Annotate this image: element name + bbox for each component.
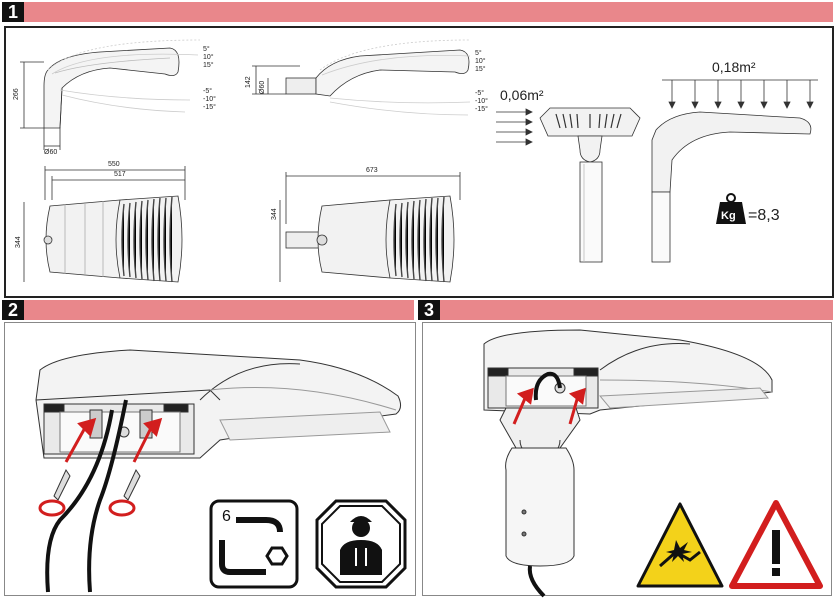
tilt-a-5: 5° [203, 45, 210, 53]
top-view-post-top [23, 166, 186, 283]
screw-arrows-step3 [512, 387, 586, 425]
hex-key-icon[interactable] [209, 499, 299, 589]
section-3-number: 3 [418, 300, 440, 320]
dim-550: 550 [108, 161, 120, 168]
side-view-side-entry [252, 39, 471, 116]
tilt-b-5: 5° [475, 49, 482, 57]
side-view-luminaire-silhouette [651, 111, 812, 263]
section-2-band [22, 300, 414, 320]
weight-icon [716, 193, 746, 224]
dim-517: 517 [114, 171, 126, 178]
dim-dia-60-a: Ø60 [44, 149, 57, 156]
tilt-a-m10: -10° [203, 95, 216, 103]
dim-142: 142 [245, 76, 252, 88]
dim-266: 266 [13, 88, 20, 100]
tilt-a-m15: -15° [203, 103, 216, 111]
tilt-a-15: 15° [203, 61, 214, 69]
tilt-a-m5: -5° [203, 87, 212, 95]
tilt-a-10: 10° [203, 53, 214, 61]
crush-hazard-icon[interactable] [636, 502, 724, 588]
section-3-band [440, 300, 833, 320]
power-cable-step2 [45, 399, 128, 593]
wind-top-area: 0,18m² [712, 59, 756, 75]
front-view-luminaire [539, 107, 641, 263]
wind-top-arrows [668, 80, 814, 109]
side-view-post-top [20, 39, 201, 150]
weight-kg-label: Kg [721, 210, 736, 222]
section-1-band [22, 2, 833, 22]
dim-344-b: 344 [271, 208, 278, 220]
hex-key-size: 6 [222, 508, 231, 525]
section-2-number: 2 [2, 300, 24, 320]
tilt-b-m5: -5° [475, 89, 484, 97]
section-1-number: 1 [2, 2, 24, 22]
top-view-side-entry [279, 172, 461, 283]
dim-344-a: 344 [15, 236, 22, 248]
screw-arrows-step2 [64, 417, 163, 463]
screws-step2 [53, 468, 141, 501]
caution-icon[interactable] [729, 500, 823, 589]
rotate-arrows-step2 [38, 499, 136, 517]
tilt-b-m15: -15° [475, 105, 488, 113]
weight-value: =8,3 [748, 207, 780, 224]
tilt-b-m10: -10° [475, 97, 488, 105]
technician-icon[interactable] [315, 499, 407, 589]
power-cable-step3 [527, 371, 562, 598]
wind-side-area: 0,06m² [500, 87, 544, 103]
dim-dia-60-b: Ø60 [259, 81, 266, 94]
dim-673: 673 [366, 167, 378, 174]
tilt-b-15: 15° [475, 65, 486, 73]
luminaire-on-post-step3 [483, 329, 773, 567]
tilt-b-10: 10° [475, 57, 486, 65]
wind-side-arrows [496, 108, 533, 146]
